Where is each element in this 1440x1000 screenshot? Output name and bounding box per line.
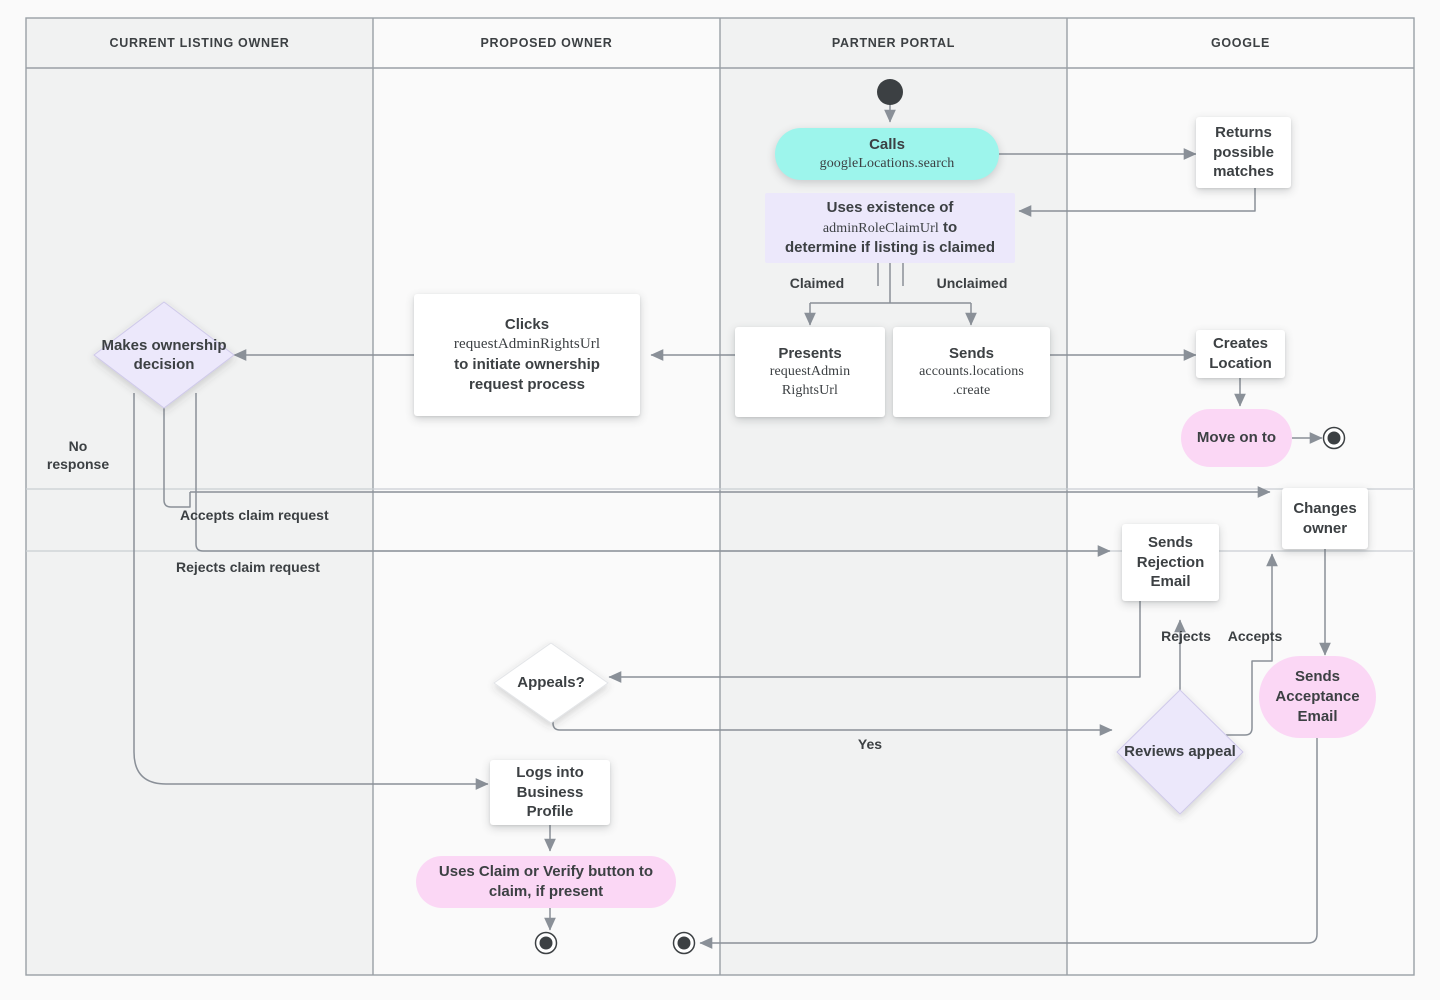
- edge-decision-rejects: [195, 393, 1111, 557]
- node-line-4: request process: [469, 375, 585, 393]
- node-line-3: RightsUrl: [781, 382, 839, 398]
- edge-label-unclaimed: Unclaimed: [936, 275, 1008, 291]
- end-node-google: [1322, 426, 1346, 450]
- node-move-on-to[interactable]: Move on to: [1181, 409, 1292, 467]
- node-line-2: requestAdmin: [769, 364, 851, 380]
- node-reviews-appeal[interactable]: Reviews appeal: [1117, 690, 1243, 814]
- node-line-1: Clicks: [504, 316, 550, 334]
- node-label: Appeals?: [517, 674, 585, 692]
- terminal-nodes: [534, 79, 1346, 955]
- edge-label-no-response: No response: [46, 438, 110, 473]
- node-sends-accounts-locations-create[interactable]: Sends accounts.locations .create: [893, 327, 1050, 417]
- edge-label-accepts: Accepts: [1227, 628, 1283, 644]
- node-line-3: to initiate ownership: [454, 356, 600, 373]
- lane-title-google: GOOGLE: [1067, 18, 1414, 68]
- node-line-2: googleLocations.search: [819, 155, 955, 171]
- node-line-1: Sends: [948, 344, 994, 362]
- edge-rejection-to-appeals: [608, 601, 1141, 683]
- appeals-shape: [493, 642, 609, 724]
- decision-shapes: [93, 301, 1244, 815]
- edge-label-claimed: Claimed: [789, 275, 845, 291]
- node-sends-rejection-email[interactable]: Sends Rejection Email: [1122, 524, 1219, 601]
- edges: [133, 104, 1331, 949]
- end-node-proposed-owner: [534, 931, 558, 955]
- edge-acceptance-to-end: [699, 738, 1318, 949]
- node-presents-request-admin-rights-url[interactable]: Presents requestAdmin RightsUrl: [735, 327, 885, 417]
- node-label: Move on to: [1196, 429, 1277, 447]
- node-changes-owner[interactable]: Changes owner: [1282, 488, 1368, 549]
- node-label: Makes ownership decision: [101, 336, 227, 374]
- edge-appeals-yes-to-reviews: [552, 712, 1113, 736]
- node-appeals[interactable]: Appeals?: [494, 643, 608, 723]
- node-line-3: .create: [952, 382, 991, 398]
- node-calls-google-locations-search[interactable]: Calls googleLocations.search: [775, 128, 999, 180]
- lane-title-label: PARTNER PORTAL: [831, 36, 956, 50]
- node-uses-existence-of-admin-role-claim-url[interactable]: Uses existence of adminRoleClaimUrl to d…: [765, 193, 1015, 263]
- lane-frame: [25, 17, 1415, 976]
- end-node-partner-portal: [672, 931, 696, 955]
- start-node: [877, 79, 903, 105]
- edge-decision-accepts: [163, 393, 191, 508]
- node-label: Returns possible matches: [1213, 123, 1274, 181]
- makes-ownership-decision-shape: [93, 301, 235, 409]
- node-logs-into-business-profile[interactable]: Logs into Business Profile: [490, 760, 610, 825]
- node-label: Logs into Business Profile: [516, 763, 584, 821]
- node-uses-claim-or-verify-button[interactable]: Uses Claim or Verify button to claim, if…: [416, 856, 676, 908]
- node-line-2-suffix: to: [938, 218, 958, 236]
- node-label: Sends Acceptance Email: [1275, 668, 1360, 725]
- edge-label-rejects: Rejects: [1161, 628, 1211, 644]
- node-label: Sends Rejection Email: [1136, 533, 1205, 591]
- edge-label-yes: Yes: [857, 736, 883, 752]
- edge-returns-to-uses: [1018, 188, 1256, 217]
- lane-title-label: CURRENT LISTING OWNER: [109, 36, 290, 50]
- edge-label-rejects-claim-request: Rejects claim request: [176, 559, 320, 575]
- node-clicks-request-admin-rights-url[interactable]: Clicks requestAdminRightsUrl to initiate…: [414, 294, 640, 416]
- lane-title-partner-portal: PARTNER PORTAL: [720, 18, 1067, 68]
- lane-title-label: PROPOSED OWNER: [480, 36, 613, 50]
- edge-reviews-accepts: [1226, 553, 1278, 736]
- node-line-1: Uses existence of: [826, 198, 954, 216]
- node-label: Changes owner: [1293, 499, 1357, 537]
- node-line-3: determine if listing is claimed: [784, 239, 996, 257]
- lane-title-current-listing-owner: CURRENT LISTING OWNER: [26, 18, 373, 68]
- node-returns-possible-matches[interactable]: Returns possible matches: [1196, 117, 1291, 188]
- node-code-token: adminRoleClaimUrl: [822, 220, 939, 236]
- node-sends-acceptance-email[interactable]: Sends Acceptance Email: [1259, 656, 1376, 738]
- node-line-2: adminRoleClaimUrl to: [823, 218, 957, 238]
- node-line-2: accounts.locations: [919, 364, 1024, 380]
- edge-label-accepts-claim-request: Accepts claim request: [180, 507, 329, 523]
- lane-title-label: GOOGLE: [1210, 36, 1271, 50]
- node-line-2: requestAdminRightsUrl: [453, 336, 601, 353]
- lane-title-proposed-owner: PROPOSED OWNER: [373, 18, 720, 68]
- node-label: Reviews appeal: [1124, 743, 1236, 761]
- reviews-appeal-shape: [1116, 689, 1244, 815]
- node-line-1: Presents: [778, 344, 842, 362]
- node-line-1: Calls: [869, 135, 905, 153]
- edge-decision-no-response: [133, 393, 489, 790]
- node-makes-ownership-decision[interactable]: Makes ownership decision: [94, 302, 234, 408]
- node-label: Creates Location: [1209, 335, 1272, 372]
- node-creates-location[interactable]: Creates Location: [1196, 330, 1285, 378]
- node-label: Uses Claim or Verify button to claim, if…: [438, 863, 654, 900]
